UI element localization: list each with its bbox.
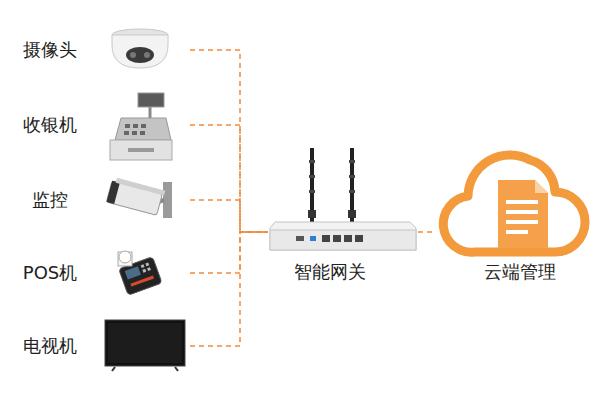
device-node: 电视机 <box>15 316 190 376</box>
device-node: 监控 <box>15 170 190 230</box>
cloud-icon-part <box>506 230 528 234</box>
dashed-connector <box>190 200 268 232</box>
device-node: POS机 <box>15 243 190 303</box>
cloud-icon-part <box>506 210 538 214</box>
dome-camera-icon-part <box>130 52 136 58</box>
cash-register-icon-part <box>115 118 171 140</box>
gateway-node: 智能网关 <box>268 140 418 290</box>
cctv-camera-icon-part-part <box>116 178 166 196</box>
gateway-router-icon-part <box>296 236 304 241</box>
gateway-router-icon-part <box>355 235 363 242</box>
dome-camera-icon <box>112 29 168 68</box>
television-icon <box>105 320 185 371</box>
pos-terminal-icon-part <box>119 251 131 263</box>
cash-register-icon-part <box>149 106 152 118</box>
cloud-icon-part <box>506 200 538 204</box>
cash-register-icon <box>110 93 172 160</box>
gateway-router-icon-part <box>310 236 316 241</box>
gateway-router-icon-part <box>308 210 316 218</box>
node-label: 收银机 <box>23 114 77 136</box>
cloud-icon-part <box>506 220 538 224</box>
device-node: 摄像头 <box>15 20 190 80</box>
gateway-router-icon-part <box>344 235 352 242</box>
cash-register-icon-part <box>125 124 130 128</box>
gateway-router-icon-part <box>349 175 355 178</box>
cctv-camera-icon-part-part <box>106 181 119 204</box>
dashed-connector <box>190 232 268 346</box>
cctv-camera-icon-part <box>106 177 165 216</box>
cloud-node: 云端管理 <box>436 140 596 290</box>
gateway-router-icon <box>270 148 416 250</box>
dashed-connector <box>190 50 268 232</box>
cloud-icon-part <box>535 180 548 193</box>
gateway-router-icon-part <box>309 190 315 193</box>
dome-camera-icon-part <box>144 52 150 58</box>
node-label: 云端管理 <box>484 261 556 283</box>
cash-register-icon-part <box>124 131 129 135</box>
node-label: 摄像头 <box>23 39 77 61</box>
cash-register-icon-part <box>141 124 146 128</box>
television-icon-part <box>175 367 178 371</box>
cloud-icon-part <box>443 155 585 252</box>
television-icon-part <box>112 367 115 371</box>
cash-register-icon-part <box>132 131 137 135</box>
dashed-connector <box>190 125 268 232</box>
cash-register-icon-part <box>138 93 164 107</box>
cash-register-icon-part <box>128 148 154 152</box>
pos-terminal-icon-part-part <box>130 276 154 287</box>
gateway-router-icon-part <box>349 190 355 193</box>
gateway-router-icon-part <box>333 235 341 242</box>
cash-register-icon-part <box>140 131 145 135</box>
gateway-router-icon-part <box>348 210 356 218</box>
pos-terminal-icon-part-part <box>141 264 145 268</box>
pos-terminal-icon-part-part <box>147 267 151 271</box>
pos-terminal-icon-part-part <box>145 262 149 266</box>
dome-camera-icon-part <box>112 35 168 68</box>
cloud-icon-part <box>498 180 548 248</box>
gateway-router-icon-part <box>309 175 315 178</box>
pos-terminal-icon-part-part <box>125 266 141 279</box>
cctv-camera-icon <box>106 177 172 218</box>
television-icon-part <box>105 320 185 366</box>
gateway-router-icon-part <box>349 160 355 163</box>
node-label: 监控 <box>32 189 68 211</box>
gateway-router-icon-part <box>322 235 330 242</box>
pos-terminal-icon <box>118 251 162 295</box>
pos-terminal-icon-part <box>118 252 132 266</box>
gateway-router-icon-part <box>270 230 416 250</box>
pos-terminal-icon-part-part <box>142 269 146 273</box>
dome-camera-icon-part <box>126 47 154 63</box>
dashed-connector <box>418 231 436 233</box>
cctv-camera-icon-part <box>163 182 172 218</box>
node-label: POS机 <box>23 262 77 284</box>
node-label: 智能网关 <box>294 261 366 283</box>
cash-register-icon-part <box>110 140 172 160</box>
node-label: 电视机 <box>23 335 77 357</box>
gateway-router-icon-part <box>309 160 315 163</box>
device-node: 收银机 <box>15 95 190 155</box>
gateway-router-icon-part <box>270 222 416 250</box>
cloud-icon <box>443 155 585 252</box>
cash-register-icon-part <box>133 124 138 128</box>
television-icon-part <box>108 323 182 363</box>
dashed-connector <box>190 232 268 273</box>
